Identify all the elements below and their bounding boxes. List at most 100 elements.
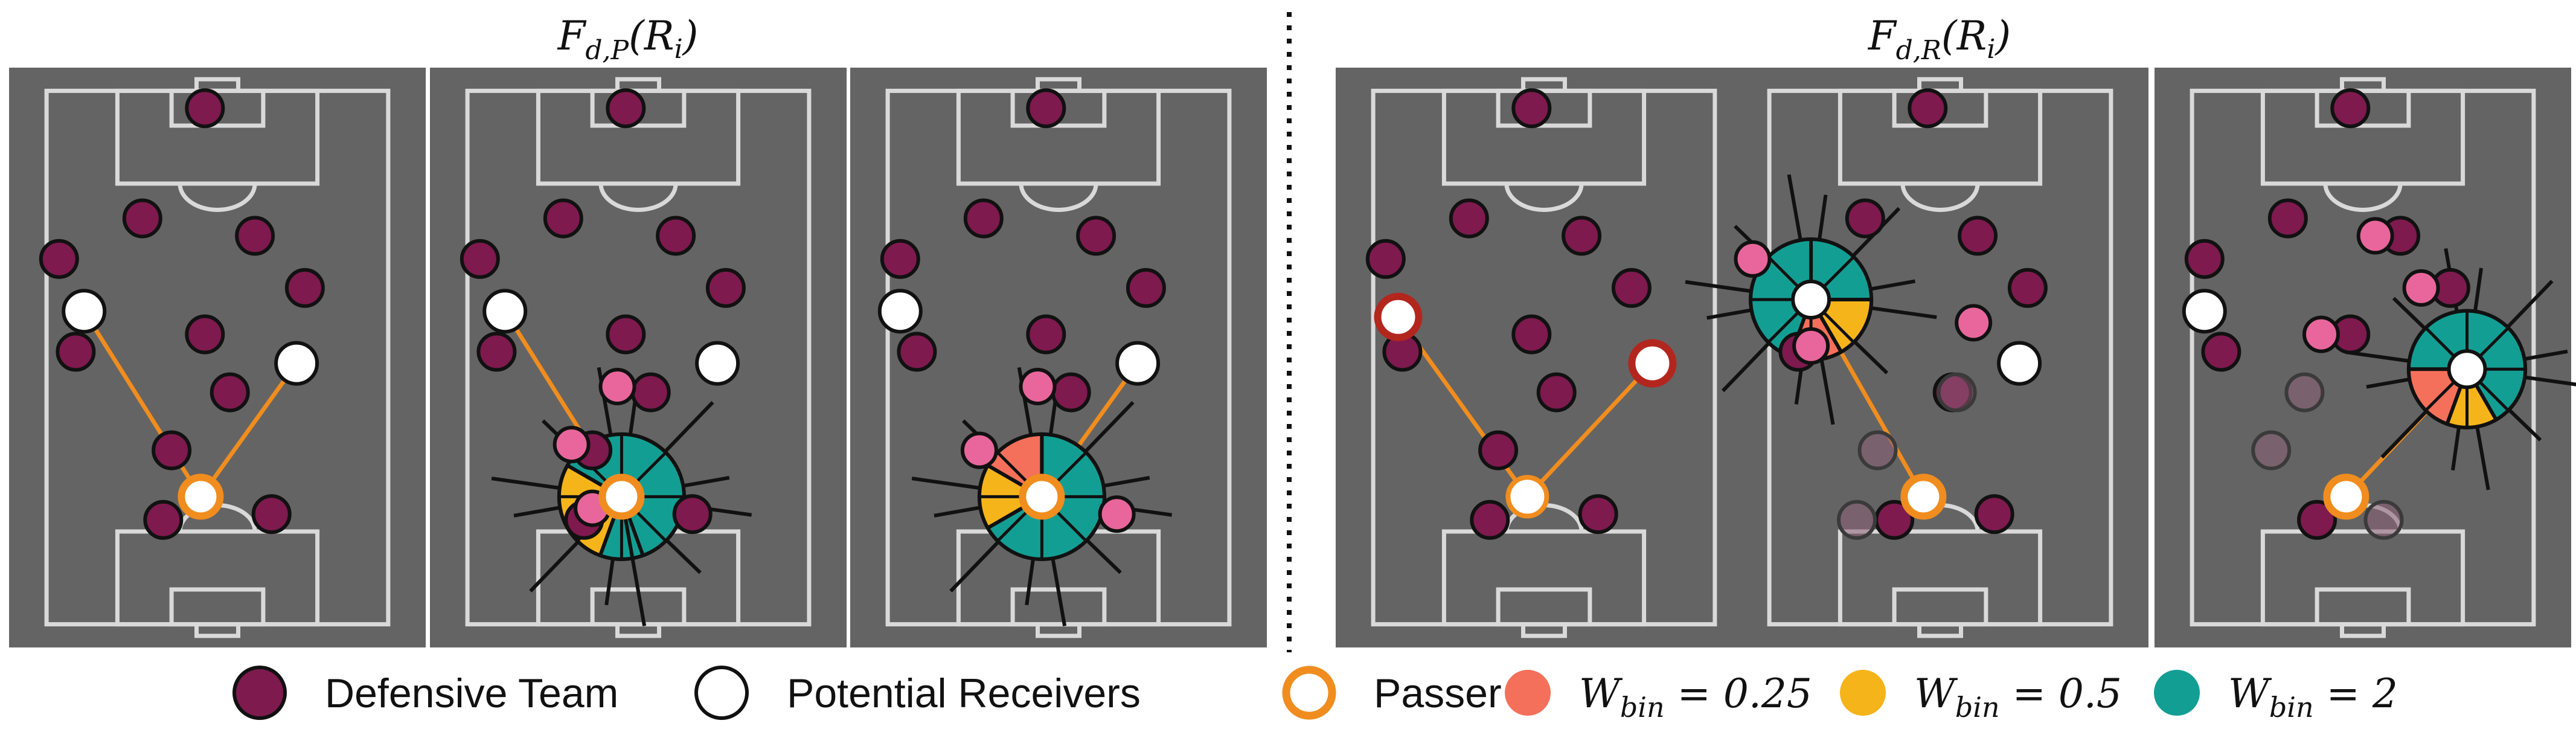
defender-marker [2267, 198, 2308, 239]
pressuring-defender-marker [598, 368, 636, 405]
defender-marker [2184, 239, 2225, 279]
defender-marker [1076, 216, 1117, 256]
defender-marker [630, 372, 671, 413]
top-penalty-arc [598, 183, 678, 212]
receiver-marker [1628, 339, 1677, 388]
defender-marker [656, 216, 696, 256]
defender-marker [1908, 88, 1948, 129]
top-penalty-arc [1900, 183, 1980, 212]
passer-marker [1019, 474, 1065, 520]
receiver-marker [62, 289, 107, 334]
defender-marker [1051, 372, 1091, 413]
top-goal [1917, 77, 1963, 93]
defender-marker [1026, 314, 1066, 355]
legend-w025-marker [1505, 670, 1551, 716]
legend-defender-label: Defensive Team [325, 670, 618, 716]
legend-w05-marker [1840, 670, 1886, 716]
passer-view-heading: Fd,P(Ri) [557, 13, 699, 66]
defender-marker [1365, 239, 1406, 279]
legend-w2-label: Wbin = 2 [2228, 670, 2398, 724]
top-goal [615, 77, 661, 93]
passer-marker [2323, 474, 2369, 520]
pressuring-defender-marker [2302, 315, 2340, 353]
defender-marker [1511, 314, 1552, 355]
pressuring-defender-marker [1098, 495, 1136, 533]
defender-marker [284, 268, 325, 308]
receiver-marker [1115, 341, 1161, 386]
defender-marker [251, 494, 292, 535]
defender-marker [122, 198, 162, 239]
defender-marker [606, 314, 646, 355]
passer-marker [1505, 475, 1549, 519]
legend-defender-marker [232, 666, 287, 720]
pressuring-defender-marker [553, 426, 591, 463]
pitch-panel-1 [9, 68, 426, 647]
faded-defender-marker [2251, 430, 2292, 470]
legend-w05-label: Wbin = 0.5 [1914, 670, 2122, 724]
passer-marker [178, 474, 224, 520]
pressuring-defender-marker [1792, 327, 1830, 365]
receiver-marker [1374, 292, 1423, 341]
defender-marker [235, 216, 275, 256]
top-goal [1036, 77, 1081, 93]
defender-marker [2330, 88, 2371, 129]
top-penalty-arc [1504, 183, 1584, 212]
defender-marker [963, 198, 1004, 239]
defender-marker [2007, 268, 2048, 308]
defender-marker [143, 499, 184, 540]
defender-marker [1026, 88, 1066, 129]
receiver-marker [1997, 341, 2042, 386]
bottom-goal [1036, 622, 1081, 638]
defender-marker [1845, 198, 1885, 239]
receiver-view-heading: Fd,R(Ri) [1868, 13, 2011, 66]
defender-marker [705, 268, 746, 308]
pressuring-defender-marker [2402, 269, 2440, 307]
defender-marker [672, 494, 713, 535]
legend-passer-label: Passer [1374, 670, 1502, 716]
pass-line [1525, 362, 1654, 498]
pressuring-defender-marker [1019, 368, 1057, 405]
top-goal [2340, 77, 2386, 93]
legend-w2-marker [2154, 670, 2200, 716]
defender-marker [1511, 88, 1552, 129]
defender-marker [152, 430, 192, 470]
pitch-panels [9, 68, 2576, 647]
defender-marker [2201, 332, 2241, 372]
legend-receiver-marker [694, 666, 749, 720]
pitch-panel-4 [1336, 68, 1752, 647]
receiver-marker [274, 341, 319, 386]
top-goal [1521, 77, 1567, 93]
defender-marker [1958, 216, 1998, 256]
bottom-goal [1917, 622, 1963, 638]
faded-defender-marker [1937, 372, 1977, 413]
defender-marker [1974, 494, 2014, 535]
defender-marker [1611, 268, 1652, 308]
defender-marker [185, 314, 225, 355]
legend-receiver-label: Potential Receivers [787, 670, 1141, 716]
pressuring-defender-marker [2356, 217, 2394, 255]
receiver-marker [695, 341, 740, 386]
pressuring-defender-marker [960, 431, 998, 469]
pitch-panel-3 [850, 68, 1267, 647]
pressuring-defender-marker [1955, 304, 1993, 342]
bottom-goal [615, 622, 661, 638]
passer-marker [598, 474, 645, 520]
pitch-panel-2 [430, 68, 847, 647]
defender-marker [543, 198, 583, 239]
defender-marker [185, 88, 225, 129]
receiver-marker [2182, 289, 2227, 334]
defender-marker [1578, 494, 1618, 535]
defender-marker [1478, 430, 1519, 470]
bottom-goal [194, 622, 240, 638]
defender-marker [1562, 216, 1602, 256]
legend-w025-label: Wbin = 0.25 [1579, 670, 1812, 724]
pass-line [199, 362, 298, 498]
pressure-wedge [2444, 365, 2499, 429]
receiver-marker [877, 289, 923, 334]
top-penalty-arc [178, 183, 257, 212]
top-penalty-arc [2323, 183, 2403, 212]
defender-marker [606, 88, 646, 129]
evaluated-receiver-marker [2447, 349, 2487, 390]
defender-marker [897, 332, 937, 372]
